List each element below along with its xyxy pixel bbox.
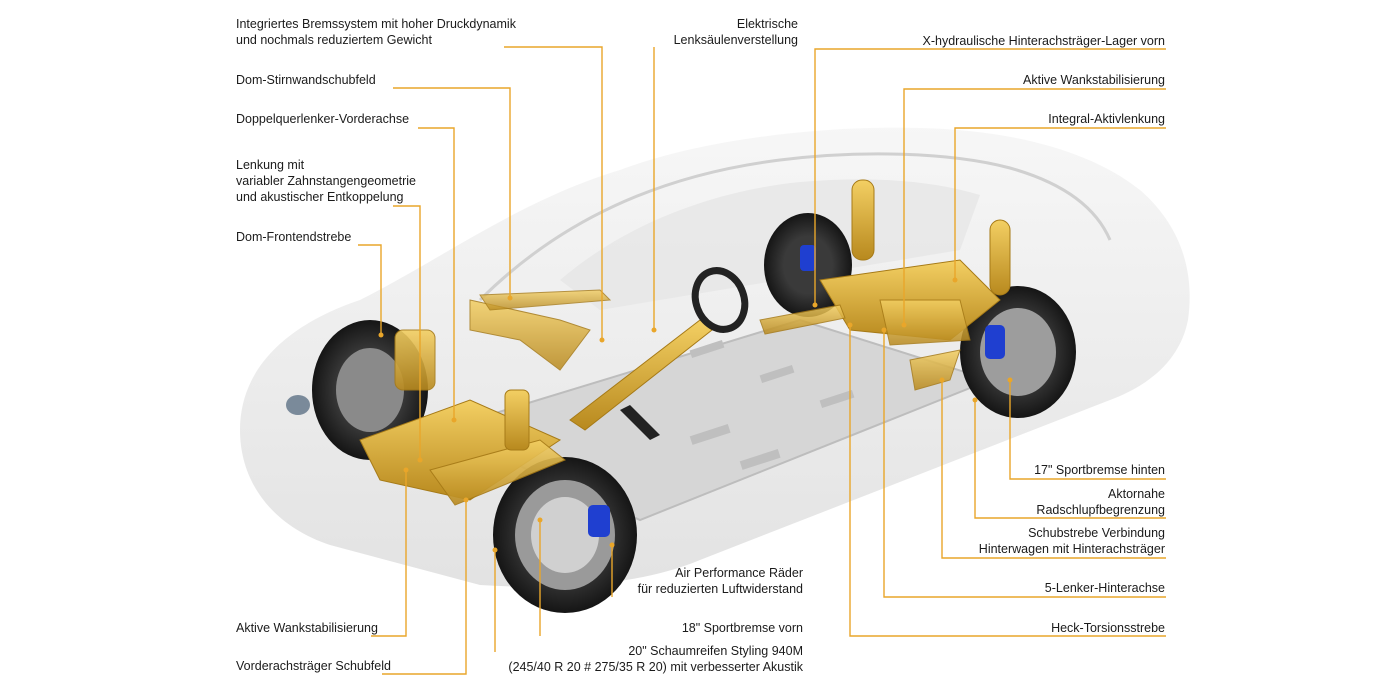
leader-dom-frontend [358,244,382,335]
label-aktive-wank-hinten-line-1: Aktive Wankstabilisierung [1023,73,1165,87]
label-heck-torsion: Heck-Torsionsstrebe [880,620,1165,636]
label-schaumreifen: 20" Schaumreifen Styling 940M (245/40 R … [480,643,803,675]
label-bremssystem: Integriertes Bremssystem mit hoher Druck… [236,16,516,48]
label-vorderachstraeger: Vorderachsträger Schubfeld [236,658,391,674]
leader-doppelquerlenker [418,127,455,420]
label-aktive-wank-vorn-line-1: Aktive Wankstabilisierung [236,621,378,635]
label-dom-frontend-line-1: Dom-Frontendstrebe [236,230,352,244]
label-lenkung-line-3: und akustischer Entkoppelung [236,190,404,204]
label-air-performance-line-2: für reduzierten Luftwiderstand [637,582,803,596]
leader-x-hydraulisch [814,48,1166,305]
label-dom-frontend: Dom-Frontendstrebe [236,229,351,245]
label-fuenf-lenker: 5-Lenker-Hinterachse [880,580,1165,596]
label-lenkung: Lenkung mit variabler Zahnstangengeometr… [236,157,416,205]
leader-aktive-wank-hinten [903,88,1166,325]
label-lenksaeule-line-1: Elektrische [736,17,798,31]
leader-schubstrebe [941,380,1166,559]
label-lenksaeule-line-2: Lenksäulenverstellung [673,33,798,47]
leader-dom-stirnwand [393,87,511,298]
label-air-performance: Air Performance Räder für reduzierten Lu… [560,565,803,597]
label-aktornahe-line-2: Radschlupfbegrenzung [1036,503,1165,517]
label-fuenf-lenker-line-1: 5-Lenker-Hinterachse [1044,581,1165,595]
label-aktive-wank-vorn: Aktive Wankstabilisierung [236,620,378,636]
leader-integral [954,127,1166,280]
leader-heck-torsion [849,325,1166,637]
label-air-performance-line-1: Air Performance Räder [675,566,803,580]
front-axle-assembly [359,289,612,506]
label-integral-line-1: Integral-Aktivlenkung [1048,112,1165,126]
leader-sportbremse-hinten [1009,380,1166,480]
leader-endpoints [378,277,1013,553]
leader-aktornahe [974,400,1166,519]
label-vorderachstraeger-line-1: Vorderachsträger Schubfeld [236,659,391,673]
floor-panels [689,339,855,470]
label-aktornahe: Aktornahe Radschlupfbegrenzung [880,486,1165,518]
leader-fuenf-lenker [883,330,1166,598]
leader-bremssystem [504,46,603,340]
label-bremssystem-line-2: und nochmals reduziertem Gewicht [236,33,432,47]
leader-lenkung [393,205,421,460]
leader-aktive-wank-vorn [371,470,407,637]
brand-logo [286,395,310,415]
front-brake-caliper [588,505,610,537]
rear-axle-assembly [759,179,1011,391]
leader-lines [358,46,1166,675]
leader-vorderachstraeger [382,500,467,675]
label-schubstrebe-line-1: Schubstrebe Verbindung [1028,526,1165,540]
label-dom-stirnwand: Dom-Stirnwandschubfeld [236,72,376,88]
label-schaumreifen-line-1: 20" Schaumreifen Styling 940M [628,644,803,658]
label-aktive-wank-hinten: Aktive Wankstabilisierung [880,72,1165,88]
label-schubstrebe-line-2: Hinterwagen mit Hinterachsträger [978,542,1165,556]
label-schubstrebe: Schubstrebe Verbindung Hinterwagen mit H… [880,525,1165,557]
label-heck-torsion-line-1: Heck-Torsionsstrebe [1051,621,1165,635]
label-schaumreifen-line-2: (245/40 R 20 # 275/35 R 20) mit verbesse… [508,660,803,674]
steering-assembly [569,267,749,440]
label-x-hydraulisch: X-hydraulische Hinterachsträger-Lager vo… [880,33,1165,49]
label-lenkung-line-1: Lenkung mit [236,158,305,172]
label-integral: Integral-Aktivlenkung [880,111,1165,127]
label-bremssystem-line-1: Integriertes Bremssystem mit hoher Druck… [236,17,516,31]
label-dom-stirnwand-line-1: Dom-Stirnwandschubfeld [236,73,376,87]
label-aktornahe-line-1: Aktornahe [1108,487,1165,501]
label-doppelquerlenker: Doppelquerlenker-Vorderachse [236,111,409,127]
car-roofline [478,152,1112,302]
label-lenksaeule: Elektrische Lenksäulenverstellung [620,16,798,48]
label-sportbremse-hinten-line-1: 17" Sportbremse hinten [1034,463,1165,477]
label-x-hydraulisch-line-1: X-hydraulische Hinterachsträger-Lager vo… [922,34,1165,48]
label-sportbremse-vorn: 18" Sportbremse vorn [560,620,803,636]
label-lenkung-line-2: variabler Zahnstangengeometrie [236,174,416,188]
label-sportbremse-vorn-line-1: 18" Sportbremse vorn [681,621,803,635]
label-doppelquerlenker-line-1: Doppelquerlenker-Vorderachse [236,112,410,126]
rear-brake-caliper [985,325,1005,359]
label-sportbremse-hinten: 17" Sportbremse hinten [880,462,1165,478]
